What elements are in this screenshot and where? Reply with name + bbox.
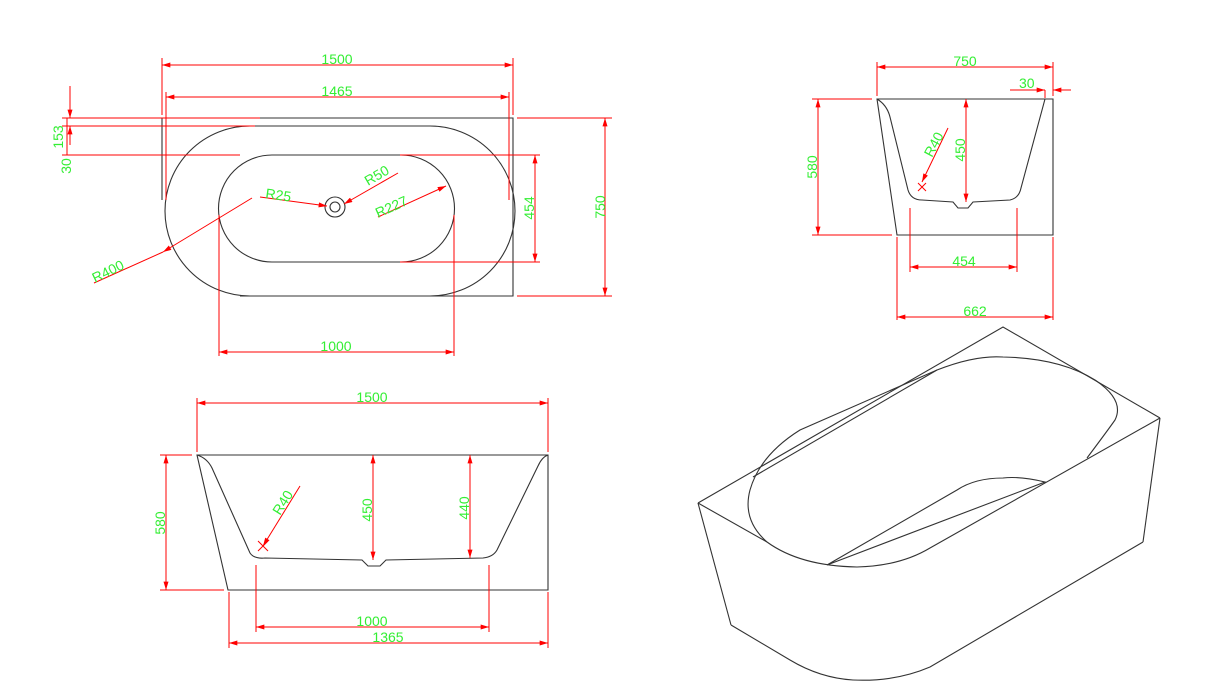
front-view: 1500 580 450 440 1000 1365 R40 bbox=[152, 389, 549, 648]
side-height-580-label: 580 bbox=[804, 155, 820, 179]
front-dimension-lines bbox=[160, 398, 549, 648]
side-view: 750 30 580 450 454 662 R40 bbox=[804, 53, 1071, 320]
iso-left-edge bbox=[697, 502, 732, 626]
front-outer-outline bbox=[196, 454, 549, 591]
front-height-580-label: 580 bbox=[152, 511, 168, 535]
side-rim-30-label: 30 bbox=[1019, 75, 1035, 91]
top-basin-1000-label: 1000 bbox=[320, 338, 351, 354]
top-basin-outline bbox=[217, 154, 456, 263]
side-dimension-lines bbox=[812, 62, 1071, 320]
iso-right-edge bbox=[1142, 417, 1161, 543]
side-outer-outline bbox=[876, 98, 1054, 236]
r400-label: R400 bbox=[89, 257, 126, 286]
iso-front-rim bbox=[697, 417, 1161, 568]
iso-inner-back-line bbox=[752, 369, 938, 478]
iso-bottom-curve bbox=[730, 541, 1144, 681]
top-offset-30-label: 30 bbox=[58, 158, 74, 174]
r50-label: R50 bbox=[362, 162, 392, 189]
front-bottom-1000-label: 1000 bbox=[356, 613, 387, 629]
drain-inner-circle bbox=[329, 201, 341, 213]
front-r40-label: R40 bbox=[269, 487, 296, 517]
side-width-750-label: 750 bbox=[953, 53, 977, 69]
top-view: 1500 1465 1000 454 750 153 30 R25 R50 R2… bbox=[50, 51, 612, 356]
side-inner-outline bbox=[876, 98, 1046, 209]
top-offset-153-label: 153 bbox=[50, 125, 66, 149]
drain-outer-circle bbox=[324, 196, 346, 218]
front-inner-outline bbox=[196, 454, 549, 567]
side-bottom-454-label: 454 bbox=[952, 253, 976, 269]
top-dimension-lines bbox=[62, 58, 612, 356]
isometric-view bbox=[697, 326, 1161, 681]
r25-label: R25 bbox=[265, 185, 293, 204]
front-depth-440-label: 440 bbox=[456, 496, 472, 520]
front-depth-450-label: 450 bbox=[359, 498, 375, 522]
side-base-662-label: 662 bbox=[963, 303, 987, 319]
top-rim-outline bbox=[164, 125, 516, 297]
iso-rim-oval bbox=[747, 356, 1119, 543]
top-outer-outline bbox=[161, 117, 514, 297]
front-base-1365-label: 1365 bbox=[372, 629, 403, 645]
front-length-1500-label: 1500 bbox=[356, 389, 387, 405]
side-r40-label: R40 bbox=[921, 129, 947, 159]
side-depth-450-label: 450 bbox=[952, 138, 968, 162]
top-width-454-label: 454 bbox=[521, 196, 537, 220]
top-width-750-label: 750 bbox=[592, 195, 608, 219]
iso-basin-floor bbox=[826, 476, 1047, 566]
top-rim-1465-label: 1465 bbox=[321, 83, 352, 99]
r227-label: R227 bbox=[373, 192, 410, 220]
iso-top-back-edges bbox=[697, 326, 1161, 504]
top-length-1500-label: 1500 bbox=[321, 51, 352, 67]
